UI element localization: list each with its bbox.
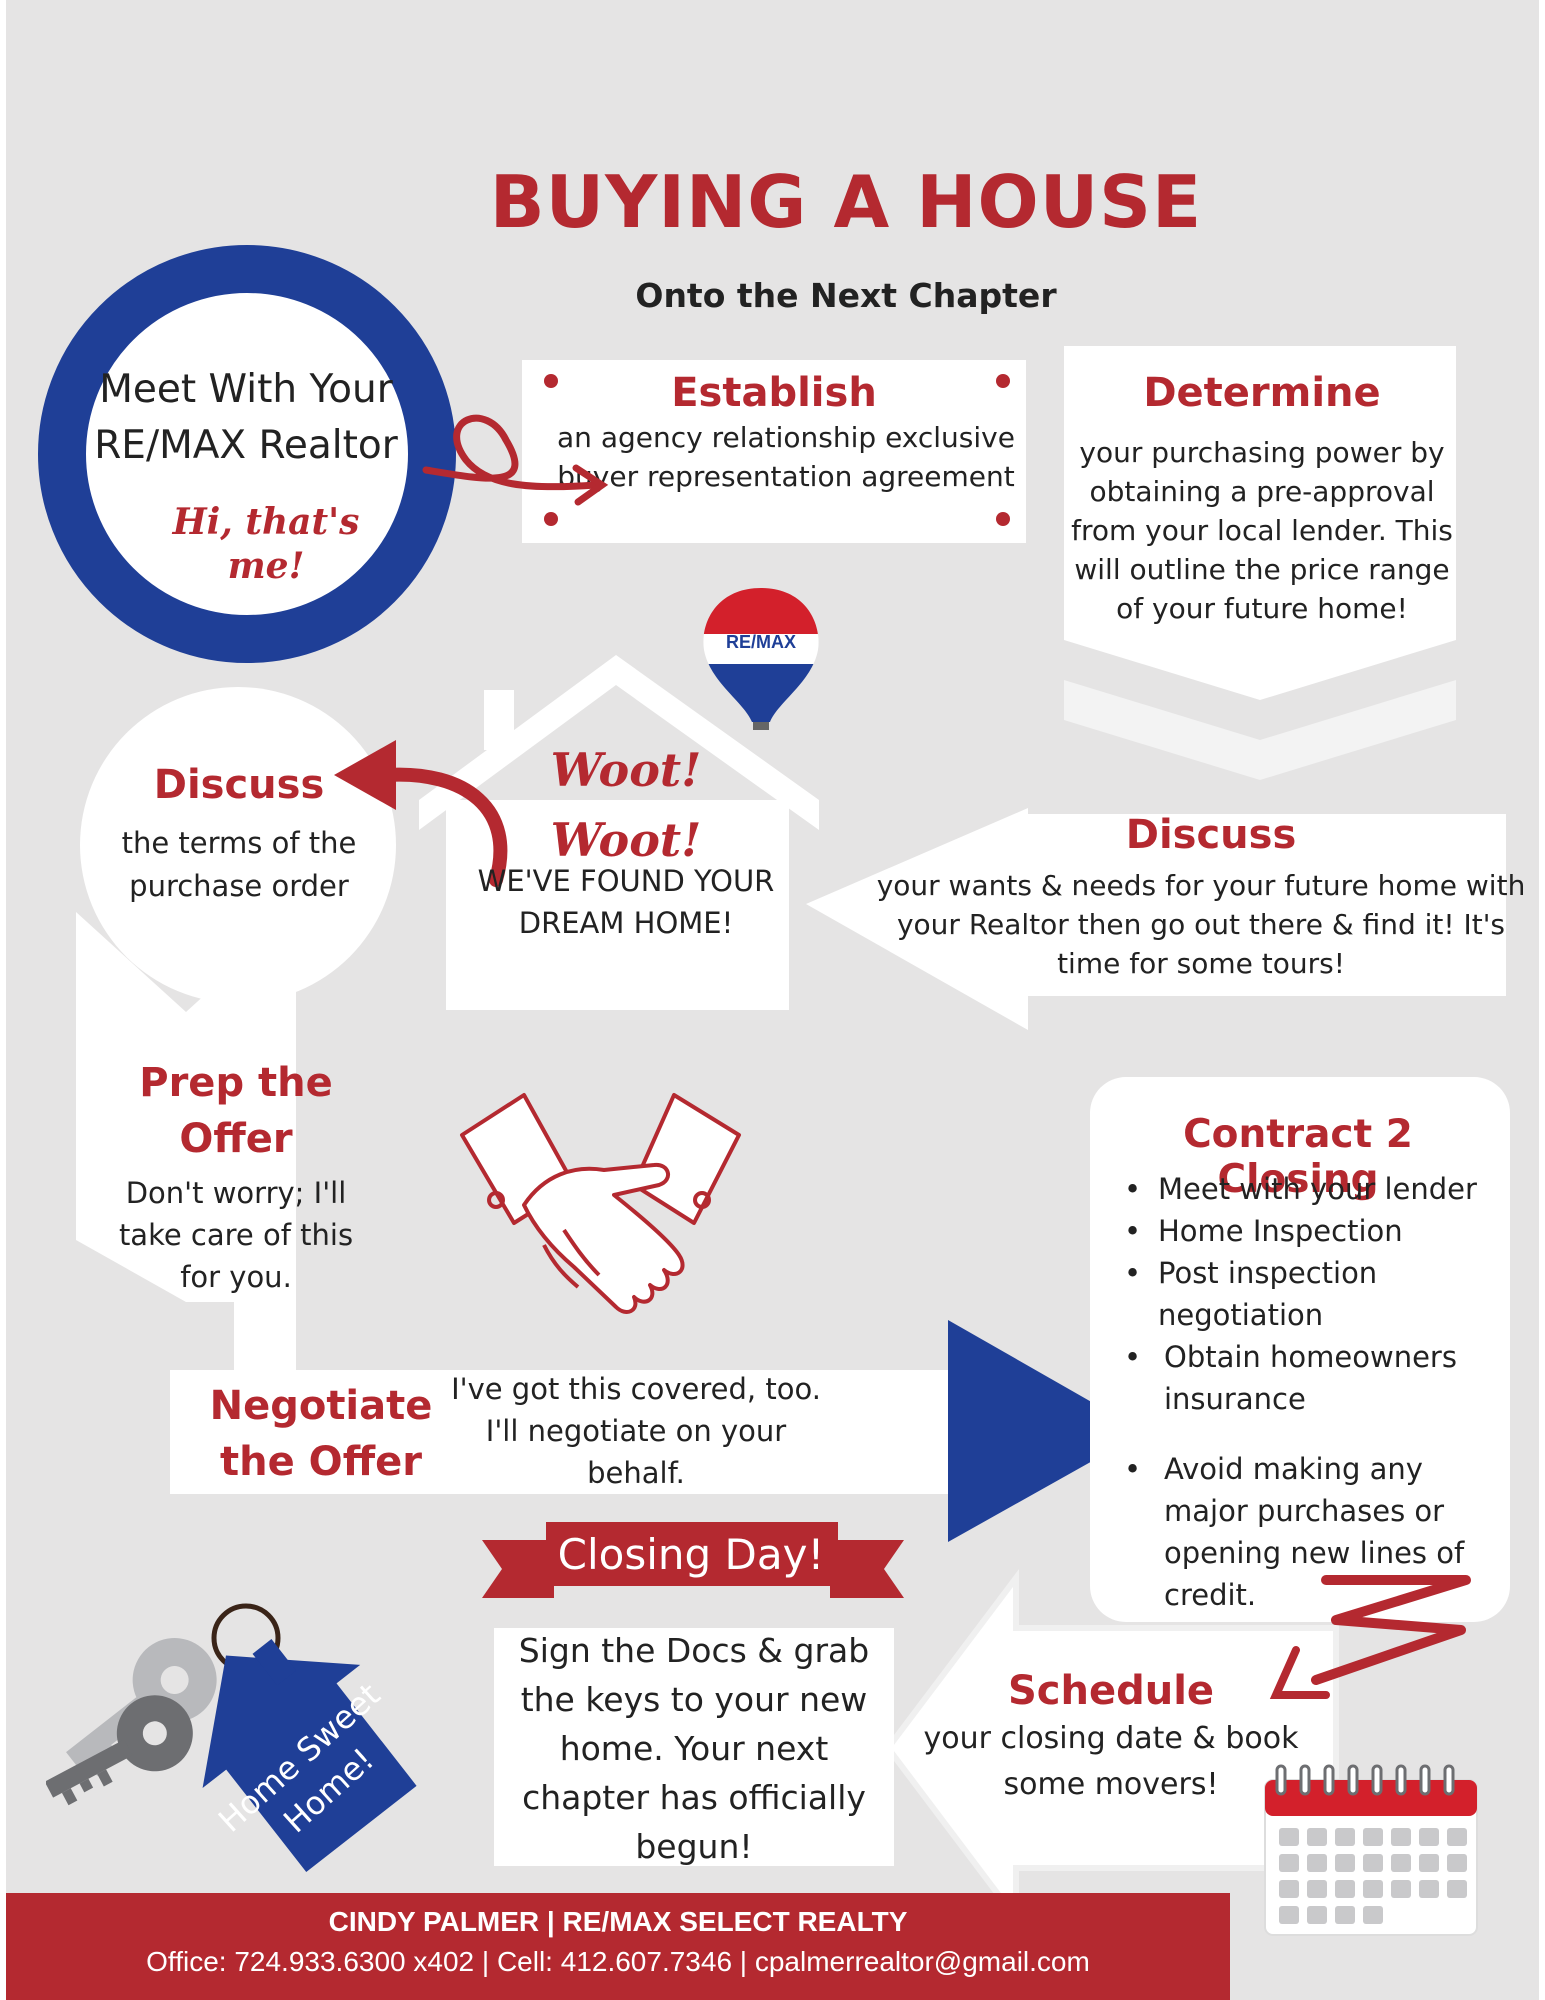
remax-balloon-logo: RE/MAX bbox=[703, 588, 819, 730]
corner-dot bbox=[996, 374, 1010, 388]
calendar-icon bbox=[1264, 1764, 1478, 1936]
footer-contact-info: Office: 724.933.6300 x402 | Cell: 412.60… bbox=[146, 1946, 1090, 1977]
closing-banner bbox=[546, 1522, 838, 1586]
list-item: Home Inspection bbox=[1114, 1210, 1494, 1252]
page-subtitle: Onto the Next Chapter bbox=[635, 276, 1057, 315]
footer-agent-name: CINDY PALMER | RE/MAX SELECT REALTY bbox=[328, 1906, 908, 1937]
house-keys-icon bbox=[46, 1603, 417, 1873]
dream-home-text: WE'VE FOUND YOUR DREAM HOME! bbox=[477, 864, 775, 940]
closing-box bbox=[494, 1628, 894, 1866]
negotiate-offer-body: I've got this covered, too. I'll negotia… bbox=[451, 1372, 821, 1490]
establish-body: an agency relationship exclusive buyer r… bbox=[557, 421, 1015, 493]
discuss-terms-body: the terms of the purchase order bbox=[121, 826, 357, 903]
determine-body: your purchasing power by obtaining a pre… bbox=[1071, 436, 1453, 625]
squiggle-arrow-icon bbox=[1269, 1575, 1471, 1699]
closing-day-banner: Closing Day! bbox=[557, 1530, 825, 1579]
determine-title: Determine bbox=[1143, 370, 1381, 416]
discuss-wants-body: your wants & needs for your future home … bbox=[876, 869, 1526, 980]
handshake-icon bbox=[460, 1093, 741, 1314]
remax-logo-text: RE/MAX bbox=[726, 632, 796, 652]
schedule-title: Schedule bbox=[1007, 1668, 1215, 1714]
greeting-text: Hi, that's me! bbox=[172, 501, 360, 587]
determine-box bbox=[1064, 346, 1456, 700]
corner-dot bbox=[996, 512, 1010, 526]
blue-arrow bbox=[948, 1320, 1144, 1542]
list-item: Avoid making any major purchases or open… bbox=[1114, 1448, 1494, 1616]
curly-arrow-icon bbox=[422, 414, 609, 506]
discuss-terms-circle bbox=[80, 687, 396, 1003]
closing-day-body: Sign the Docs & grab the keys to your ne… bbox=[518, 1631, 870, 1866]
discuss-wants-arrow bbox=[806, 808, 1506, 1030]
contract-checklist: Meet with your lender Home Inspection Po… bbox=[1114, 1168, 1494, 1616]
corner-dot bbox=[544, 512, 558, 526]
house-chimney bbox=[484, 690, 514, 750]
discuss-terms-title: Discuss bbox=[153, 762, 325, 808]
footer-bar bbox=[6, 1893, 1230, 2000]
prep-offer-body: Don't worry; I'll take care of this for … bbox=[118, 1176, 354, 1294]
woot-text: Woot! Woot! bbox=[550, 743, 702, 867]
determine-chevron bbox=[1064, 680, 1456, 780]
infographic-page: BUYING A HOUSE Onto the Next Chapter Me bbox=[6, 0, 1539, 2000]
prep-offer-title: Prep the Offer bbox=[139, 1060, 333, 1162]
meet-realtor-text: Meet With Your RE/MAX Realtor bbox=[94, 367, 398, 468]
establish-box bbox=[522, 360, 1026, 543]
list-item: Obtain homeowners insurance bbox=[1114, 1336, 1494, 1420]
discuss-wants-title: Discuss bbox=[1125, 812, 1297, 858]
list-item: Meet with your lender bbox=[1114, 1168, 1494, 1210]
schedule-body: your closing date & book some movers! bbox=[923, 1721, 1299, 1802]
list-item: Post inspection negotiation bbox=[1114, 1252, 1494, 1336]
corner-dot bbox=[544, 374, 558, 388]
negotiate-offer-title: Negotiate the Offer bbox=[209, 1383, 433, 1485]
page-title: BUYING A HOUSE bbox=[489, 160, 1203, 244]
establish-title: Establish bbox=[671, 370, 877, 416]
negotiate-box bbox=[170, 1370, 970, 1494]
curved-arrow-icon bbox=[334, 740, 508, 887]
